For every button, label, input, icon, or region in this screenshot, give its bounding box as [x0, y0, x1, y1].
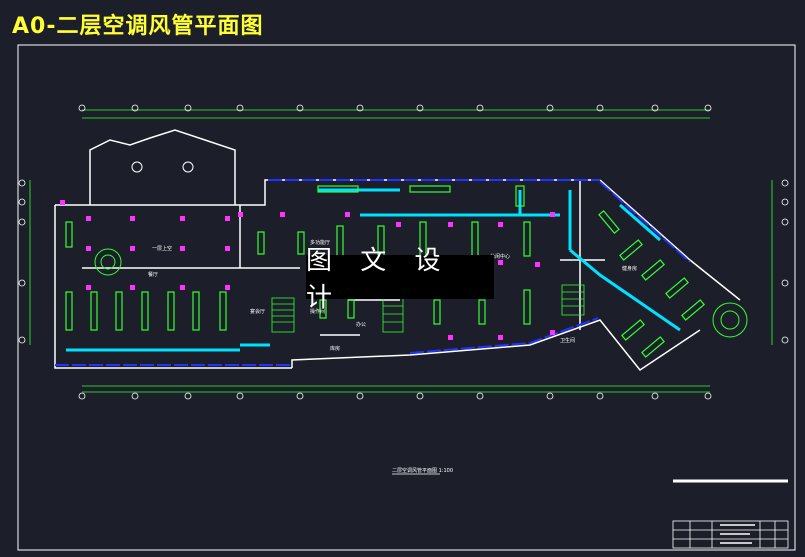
spiral-stair-right: [712, 302, 748, 338]
label-restaurant: 餐厅: [148, 271, 158, 278]
title-block: [672, 520, 789, 549]
top-axis-bubbles: [78, 104, 712, 112]
column-circle: [131, 161, 143, 173]
label-multi-func: 多功能厅: [310, 239, 330, 246]
column-circle: [182, 161, 194, 173]
label-toilet: 卫生间: [560, 337, 575, 344]
stair-block: [271, 284, 585, 333]
air-ducts: [66, 188, 681, 352]
drawing-caption: 二层空调风管平面图 1:100: [392, 467, 453, 474]
label-atrium: 一层上空: [152, 245, 172, 252]
spiral-stair-left: [94, 248, 122, 276]
drawing-frame: [17, 44, 796, 551]
pipe-lines: [55, 179, 691, 366]
label-kitchen: 操作间: [310, 308, 325, 315]
label-banquet: 宴会厅: [250, 308, 265, 315]
label-office: 办公: [356, 321, 366, 328]
label-fitness: 健身房: [622, 265, 637, 272]
top-dimension-line: [82, 109, 710, 119]
fan-coil-units: [65, 185, 705, 358]
bottom-axis-bubbles: [78, 392, 712, 400]
label-lounge: 休闲中心: [490, 253, 510, 260]
left-axis-bubbles: [18, 179, 26, 344]
drawing-title: A0-二层空调风管平面图: [12, 14, 264, 39]
label-storage: 库房: [330, 345, 340, 352]
watermark: 图 文 设 计: [306, 246, 494, 313]
bottom-dimension-line: [82, 385, 710, 393]
right-axis-bubbles: [781, 179, 789, 344]
diffusers: [60, 200, 555, 340]
